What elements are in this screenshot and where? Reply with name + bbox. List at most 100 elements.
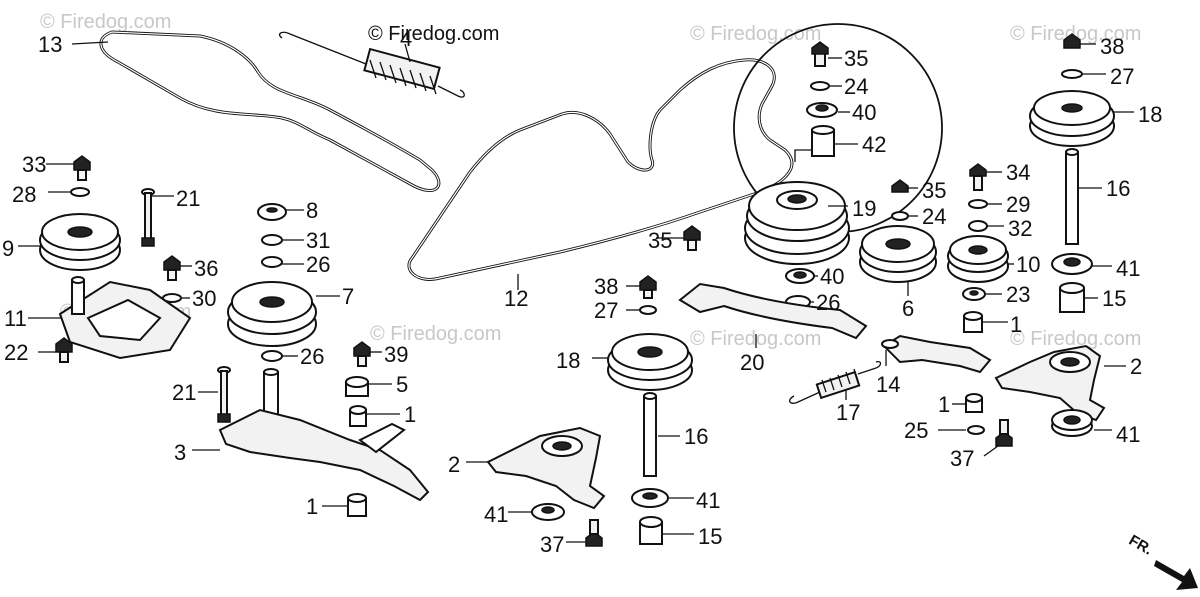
callout-14: 14 — [876, 372, 900, 397]
callout-36: 36 — [194, 256, 218, 281]
callout-41-right: 41 — [1116, 256, 1140, 281]
callout-2-center: 2 — [448, 452, 460, 477]
idler-arm-14 — [881, 334, 992, 374]
callout-4: 4 — [400, 26, 412, 51]
spindle-housing-2-right — [994, 344, 1106, 422]
callout-6: 6 — [902, 296, 914, 321]
callout-25: 25 — [904, 418, 928, 443]
watermark-faint-1: © Firedog.com — [40, 11, 171, 33]
bushing-1-lower-left — [347, 493, 367, 517]
callout-2-right: 2 — [1130, 354, 1142, 379]
callout-42: 42 — [862, 132, 886, 157]
bearing-40-washer-26 — [785, 268, 815, 309]
callout-38-center: 38 — [594, 274, 618, 299]
callout-33: 33 — [22, 152, 46, 177]
tension-arm-3 — [218, 368, 430, 502]
callout-27-center: 27 — [594, 298, 618, 323]
bolt-37-center — [585, 519, 603, 547]
watermark-faint-2: © Firedog.com — [690, 23, 821, 45]
callout-24-mid: 24 — [922, 204, 946, 229]
bolt-21-lower — [217, 366, 231, 423]
callout-32: 32 — [1008, 216, 1032, 241]
callout-26-a: 26 — [306, 252, 330, 277]
callout-16-right: 16 — [1106, 176, 1130, 201]
watermark-faint-7: © Firedog.com — [1010, 328, 1141, 350]
belt-12 — [407, 58, 794, 281]
left-pulley-9-assembly — [39, 155, 121, 271]
callout-41-center-right: 41 — [696, 488, 720, 513]
callout-38-right: 38 — [1100, 34, 1124, 59]
bracket-20 — [678, 282, 868, 340]
bolt-35-mid — [891, 179, 909, 221]
callout-11: 11 — [4, 306, 27, 331]
pulley-10 — [947, 235, 1009, 283]
pulley-19 — [744, 181, 850, 265]
bearing-41-center-left — [531, 503, 565, 521]
callout-16-center: 16 — [684, 424, 708, 449]
callout-21-lower: 21 — [172, 380, 196, 405]
belt-13 — [99, 30, 441, 193]
callout-37-center: 37 — [540, 532, 564, 557]
bearing-41-right-lower — [1051, 409, 1093, 437]
callout-labels: 13 4 35 24 40 42 38 27 18 16 41 15 33 28… — [2, 26, 1162, 557]
center-spindle-assembly — [607, 275, 693, 545]
lower-right-hardware — [965, 393, 1013, 447]
callout-26-c: 26 — [816, 290, 840, 315]
callout-37-right: 37 — [950, 446, 974, 471]
callout-35-top: 35 — [844, 46, 868, 71]
callout-27-right: 27 — [1110, 64, 1134, 89]
callout-8: 8 — [306, 198, 318, 223]
bolt-22 — [55, 337, 73, 363]
bolt-36-washer-30 — [162, 255, 182, 303]
callout-24-top: 24 — [844, 74, 868, 99]
callout-18-right: 18 — [1138, 102, 1162, 127]
center-top-hardware — [806, 41, 838, 157]
front-direction-label: FR. — [1126, 532, 1155, 559]
bolt-39-spacer-5 — [345, 341, 371, 427]
callout-30: 30 — [192, 286, 216, 311]
callout-29: 29 — [1006, 192, 1030, 217]
callout-15-right: 15 — [1102, 286, 1126, 311]
callout-31: 31 — [306, 228, 330, 253]
callout-28: 28 — [12, 182, 36, 207]
callout-5: 5 — [396, 372, 408, 397]
spring-4 — [278, 31, 465, 98]
callout-3: 3 — [174, 440, 186, 465]
callout-34: 34 — [1006, 160, 1030, 185]
callout-35-mid: 35 — [922, 178, 946, 203]
callout-26-b: 26 — [300, 344, 324, 369]
callout-22: 22 — [4, 340, 28, 365]
callout-10: 10 — [1016, 252, 1040, 277]
callout-21-upper: 21 — [176, 186, 200, 211]
callout-41-center-left: 41 — [484, 502, 508, 527]
bolt-21-upper — [141, 188, 155, 247]
watermark-faint-3: © Firedog.com — [1010, 23, 1141, 45]
watermark-copyright: © Firedog.com — [368, 23, 499, 45]
callout-1-d: 1 — [938, 392, 950, 417]
callout-40-top: 40 — [852, 100, 876, 125]
watermark-faint-5: © Firedog.com — [370, 323, 501, 345]
callout-19: 19 — [852, 196, 876, 221]
right-spindle-assembly — [1029, 33, 1115, 313]
callout-9: 9 — [2, 236, 14, 261]
callout-23: 23 — [1006, 282, 1030, 307]
callout-1-c: 1 — [1010, 312, 1022, 337]
callout-18-center: 18 — [556, 348, 580, 373]
callout-15-center: 15 — [698, 524, 722, 549]
spindle-housing-2-center — [486, 426, 606, 510]
callout-35-center: 35 — [648, 228, 672, 253]
callout-41-right-lower: 41 — [1116, 422, 1140, 447]
front-direction-arrow: FR. — [1126, 532, 1198, 590]
bracket-11 — [58, 276, 192, 360]
callout-12: 12 — [504, 286, 528, 311]
callout-1-a: 1 — [404, 402, 416, 427]
bolt-35-center — [683, 225, 701, 251]
callout-20: 20 — [740, 350, 764, 375]
callout-40-mid: 40 — [820, 264, 844, 289]
callout-1-b: 1 — [306, 494, 318, 519]
callout-13: 13 — [38, 32, 62, 57]
pulley-6 — [859, 225, 937, 283]
idler-pulley-7-stack — [227, 203, 317, 362]
spring-17 — [789, 360, 882, 404]
